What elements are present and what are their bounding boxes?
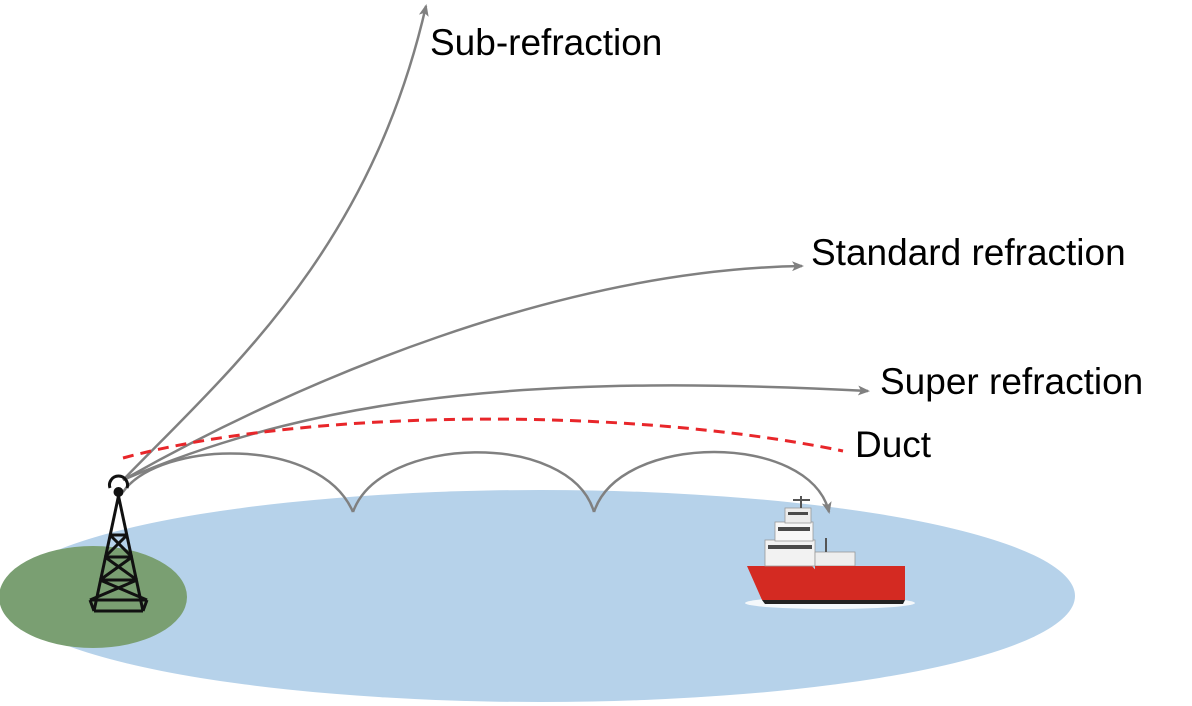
refraction-rays [122, 4, 870, 482]
standard-refraction-ray [122, 261, 804, 482]
sub-refraction-label: Sub-refraction [430, 22, 662, 63]
super-refraction-label: Super refraction [880, 361, 1143, 402]
hop-ray-3 [592, 450, 832, 514]
duct-boundary-line [122, 417, 844, 460]
super-refraction-ray [122, 384, 870, 482]
standard-refraction-label: Standard refraction [811, 232, 1126, 273]
hop-ray-2 [351, 451, 596, 513]
sub-refraction-ray [122, 4, 429, 481]
duct-hop-rays [121, 450, 832, 514]
hop-ray-1 [121, 452, 355, 513]
ship-icon [745, 496, 915, 609]
duct-label: Duct [855, 424, 932, 465]
radio-tower-icon [88, 474, 149, 613]
